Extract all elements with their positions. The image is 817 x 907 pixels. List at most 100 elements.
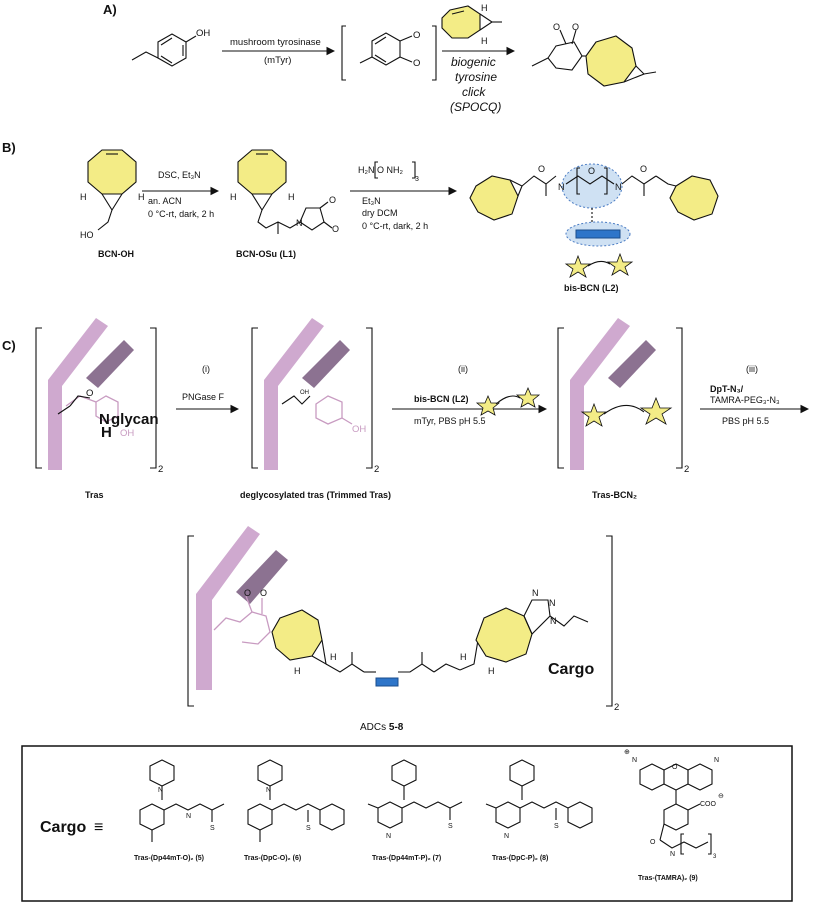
coupling-conditions: 0 °C-rt, dark, 2 h [362,221,428,231]
cargo8-s: S [554,823,559,830]
bis-bcn-nh-right: N [615,182,622,192]
coupling-reagent: Et₃N [362,196,381,206]
product-oxo-1: O [553,22,560,32]
cargo5-n-pyridine: N [158,787,163,794]
tamra-n-left: N [632,757,637,764]
cargo5-n-hydrazone: N [186,813,191,820]
enzyme-abbreviation: (mTyr) [264,55,291,66]
quinone-oxo-bottom: O [413,58,420,69]
cargo7-n-pyridine: N [386,833,391,840]
triazole-n1: N [532,588,539,598]
adc-cargo-label: Cargo [548,661,594,678]
cargo6-n-pyridine: N [266,787,271,794]
phenol-oh: OH [196,28,210,39]
cargo8-n-pyridine: N [504,833,509,840]
cargo-structure-8 [485,759,593,829]
diamine-repeat-index: 3 [415,176,419,183]
product-oxo-2: O [572,22,579,32]
deglyco-tyrosine-oh: OH [352,424,366,435]
ortho-quinone-structure [341,25,437,81]
adc-structure [187,526,613,707]
diamine-linker-formula: H₂N O NH₂ [358,165,403,175]
activation-reagent: DSC, Et₃N [158,170,201,180]
tras-subscript: 2 [158,464,163,475]
click-label-line3: click [462,85,486,99]
tras-nh-h: H [101,424,112,441]
tamra-peg-index: 3 [713,854,717,860]
click-label-line1: biogenic [451,55,496,69]
deglycosylated-tras-structure [251,318,373,470]
panel-label-c: C) [2,338,16,353]
cargo-name-9: Tras-(TAMRA)₂ (9) [638,875,698,882]
adc-oxo-1: O [244,588,251,598]
osu-oxo-bottom: O [332,224,339,234]
cycloadduct-structure [531,29,657,87]
osu-nitrogen: N [296,218,303,228]
tras-antibody-structure [35,318,157,470]
activation-solvent: an. ACN [148,196,182,206]
tamra-n-right: N [714,757,719,764]
bcn-oh-hydroxyl: HO [80,230,94,240]
bis-bcn-nh-left: N [558,182,565,192]
click-label-line4: (SPOCQ) [450,100,501,114]
bcn-osu-label: BCN-OSu (L1) [236,249,296,259]
step-ii-star-icon [475,386,541,416]
bcn-reagent-structure [441,5,502,39]
adc-oxo-2: O [260,588,267,598]
step-ii-reagent: bis-BCN (L2) [414,394,469,404]
cargo-name-8: Tras-(DpC-P)₂ (8) [492,855,548,862]
adc-h-2: H [294,666,301,676]
bcn-oh-structure [87,149,137,231]
tamra-xanthene-o: O [672,764,678,771]
panel-label-b: B) [2,140,16,155]
osu-oxo-top: O [329,195,336,205]
step-iii-reagent: DpT-N₃/ [710,384,744,394]
bcn-osu-structure [237,149,333,234]
panel-label-a: A) [103,2,117,17]
bis-bcn-structure [469,163,719,247]
cargo-structure-5 [139,759,225,842]
step-iii-reagent-2: TAMRA-PEG₃-N₃ [710,395,780,405]
bcn-osu-h-right: H [288,192,295,202]
cargo5-s: S [210,825,215,832]
tamra-amide-n: N [670,851,675,858]
bis-bcn-peg-oxygen: O [588,166,595,176]
step-iii-conditions: PBS pH 5.5 [722,416,769,426]
cargo-name-6: Tras-(DpC-O)₂ (6) [244,855,301,862]
tras-glycan-label: glycan [111,411,159,428]
bis-bcn-label: bis-BCN (L2) [564,283,619,293]
tras-tyrosine-oh: OH [120,428,134,439]
cargo-structure-9 [639,763,713,855]
enzyme-name: mushroom tyrosinase [230,37,321,48]
cargo-box-frame [21,745,793,902]
adc-subscript: 2 [614,702,619,713]
cargo6-s: S [306,825,311,832]
adc-label: ADCs 5-8 [360,722,404,733]
coupling-solvent: dry DCM [362,208,398,218]
bis-bcn-oxo-left: O [538,164,545,174]
deglyco-acid-oh: OH [300,390,309,396]
quinone-oxo-top: O [413,30,420,41]
bcn-h-bottom: H [481,36,488,46]
tamra-carboxylate: COO [700,801,717,808]
tras-amide-oxo: O [86,388,93,399]
bcn-oh-h-right: H [138,192,145,202]
step-i-label: (i) [202,364,210,374]
tamra-amide-o: O [650,839,656,846]
triazole-n2: N [549,598,556,608]
adc-h-3: H [460,652,467,662]
tamra-minus-charge: ⊖ [718,793,724,800]
bis-bcn-star-icon [564,252,634,278]
cargo-name-7: Tras-(Dp44mT-P)₂ (7) [372,855,441,862]
tras-bcn2-label: Tras-BCN₂ [592,490,637,500]
activation-conditions: 0 °C-rt, dark, 2 h [148,209,214,219]
tamra-plus-charge: ⊕ [624,749,630,756]
diamine-repeat-brackets [374,161,416,179]
step-ii-conditions: mTyr, PBS pH 5.5 [414,416,486,426]
deglyco-label: deglycosylated tras (Trimmed Tras) [240,490,391,500]
cargo-box-title: Cargo [40,819,86,836]
bcn-h-top: H [481,3,488,13]
bis-bcn-oxo-right: O [640,164,647,174]
adc-h-1: H [330,652,337,662]
step-i-reagent: PNGase F [182,392,225,402]
